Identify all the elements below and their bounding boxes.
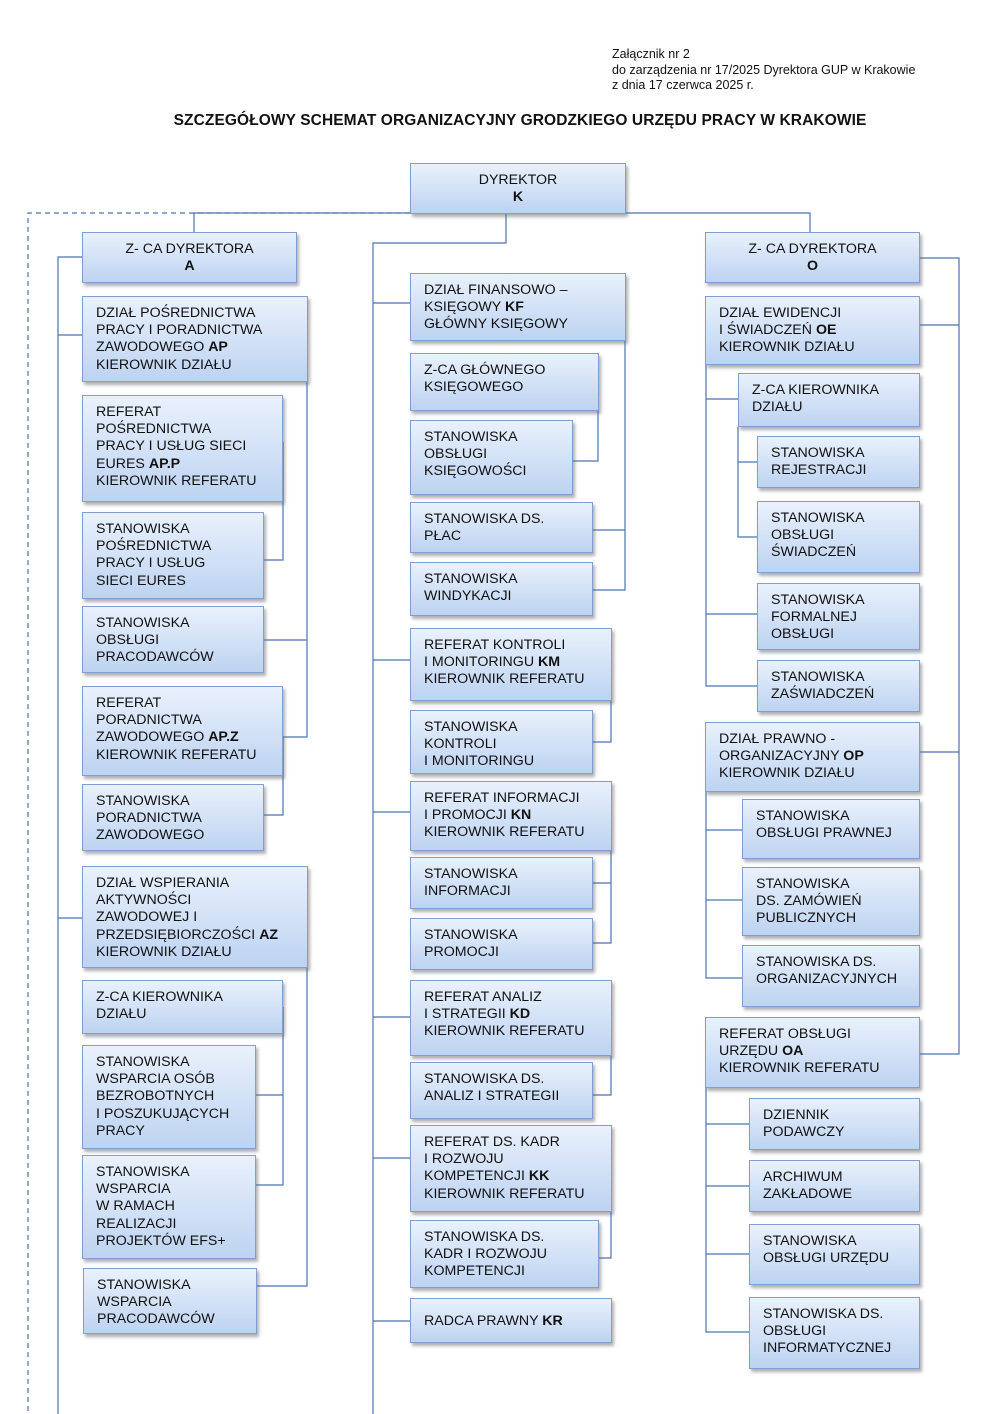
deputy-director-a-box: Z- CA DYREKTORA A [82,232,297,283]
posts-hr-box: STANOWISKA DS. KADR I ROZWOJU KOMPETENCJ… [410,1220,599,1288]
dept-az-box: DZIAŁ WSPIERANIA AKTYWNOŚCI ZAWODOWEJ I … [82,866,308,968]
posts-information-box: STANOWISKA INFORMACJI [410,857,593,909]
posts-registration-box: STANOWISKA REJESTRACJI [757,436,920,488]
top-connector [193,212,811,232]
dept-ap-box: DZIAŁ POŚREDNICTWA PRACY I PORADNICTWA Z… [82,296,308,382]
section-kk-box: REFERAT DS. KADR I ROZWOJU KOMPETENCJI K… [410,1125,612,1212]
posts-promotion-box: STANOWISKA PROMOCJI [410,918,593,970]
posts-accounting-box: STANOWISKA OBSŁUGI KSIĘGOWOŚCI [410,420,573,495]
section-oa-box: REFERAT OBSŁUGI URZĘDU OA KIEROWNIK REFE… [705,1017,920,1088]
section-apz-box: REFERAT PORADNICTWA ZAWODOWEGO AP.Z KIER… [82,686,283,776]
posts-certificates-box: STANOWISKA ZAŚWIADCZEŃ [757,660,920,712]
posts-efs-projects-box: STANOWISKA WSPARCIA W RAMACH REALIZACJI … [82,1155,256,1259]
deputy-director-o-box: Z- CA DYREKTORA O [705,232,920,283]
attachment-note: Załącznik nr 2 do zarządzenia nr 17/2025… [612,47,915,94]
deputy-chief-accountant-box: Z-CA GŁÓWNEGO KSIĘGOWEGO [410,353,599,411]
director-box: DYREKTOR K [410,163,626,214]
left-trunk [57,256,82,1414]
legal-counsel-box: RADCA PRAWNY KR [410,1298,612,1343]
posts-employer-service-box: STANOWISKA OBSŁUGI PRACODAWCÓW [82,606,264,673]
center-connector [372,213,507,1414]
oe-deputy-manager-box: Z-CA KIEROWNIKA DZIAŁU [738,373,920,427]
posts-debt-collection-box: STANOWISKA WINDYKACJI [410,562,593,616]
section-app-box: REFERAT POŚREDNICTWA PRACY I USŁUG SIECI… [82,395,283,502]
posts-it-service-box: STANOWISKA DS. OBSŁUGI INFORMATYCZNEJ [749,1297,920,1369]
section-km-box: REFERAT KONTROLI I MONITORINGU KM KIEROW… [410,628,612,701]
posts-office-service-box: STANOWISKA OBSŁUGI URZĘDU [749,1224,920,1285]
company-archive-box: ARCHIWUM ZAKŁADOWE [749,1160,920,1212]
section-kn-box: REFERAT INFORMACJI I PROMOCJI KN KIEROWN… [410,781,612,851]
dept-kf-box: DZIAŁ FINANSOWO – KSIĘGOWY KF GŁÓWNY KSI… [410,273,626,341]
posts-formal-service-box: STANOWISKA FORMALNEJ OBSŁUGI [757,583,920,650]
dept-op-box: DZIAŁ PRAWNO - ORGANIZACYJNY OP KIEROWNI… [705,722,920,792]
posts-control-box: STANOWISKA KONTROLI I MONITORINGU [410,710,593,774]
registry-office-box: DZIENNIK PODAWCZY [749,1098,920,1150]
posts-public-procurement-box: STANOWISKA DS. ZAMÓWIEŃ PUBLICZNYCH [742,867,920,936]
posts-employer-support-box: STANOWISKA WSPARCIA PRACODAWCÓW [83,1268,257,1334]
posts-career-counselling-box: STANOWISKA PORADNICTWA ZAWODOWEGO [82,784,264,851]
attachment-line-3: z dnia 17 czerwca 2025 r. [612,78,754,92]
document-title: SZCZEGÓŁOWY SCHEMAT ORGANIZACYJNY GRODZK… [173,112,867,129]
posts-eures-box: STANOWISKA POŚREDNICTWA PRACY I USŁUG SI… [82,512,264,599]
dept-oe-box: DZIAŁ EWIDENCJI I ŚWIADCZEŃ OE KIEROWNIK… [705,296,920,365]
right-trunk [920,257,960,1055]
attachment-line-1: Załącznik nr 2 [612,47,690,61]
posts-unemployed-support-box: STANOWISKA WSPARCIA OSÓB BEZROBOTNYCH I … [82,1045,256,1149]
posts-benefits-box: STANOWISKA OBSŁUGI ŚWIADCZEŃ [757,501,920,573]
posts-legal-service-box: STANOWISKA OBSŁUGI PRAWNEJ [742,799,920,859]
posts-organizational-box: STANOWISKA DS. ORGANIZACYJNYCH [742,945,920,1007]
az-deputy-manager-box: Z-CA KIEROWNIKA DZIAŁU [82,980,283,1034]
posts-analysis-box: STANOWISKA DS. ANALIZ I STRATEGII [410,1062,593,1119]
posts-payroll-box: STANOWISKA DS. PŁAC [410,502,593,553]
attachment-line-2: do zarządzenia nr 17/2025 Dyrektora GUP … [612,62,916,77]
section-kd-box: REFERAT ANALIZ I STRATEGII KD KIEROWNIK … [410,980,612,1056]
